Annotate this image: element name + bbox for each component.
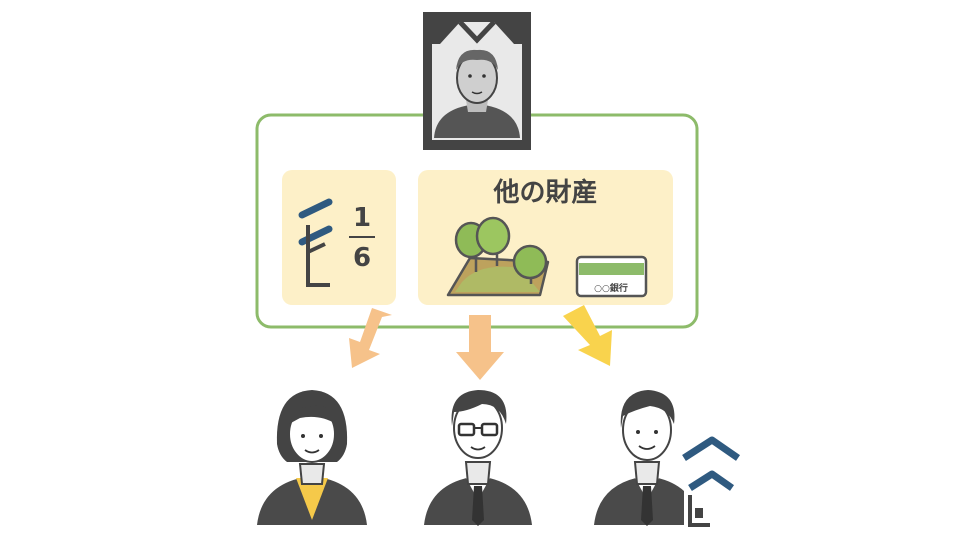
- house-icon: [682, 436, 740, 527]
- bank-passbook-icon: ○○銀行: [575, 255, 648, 298]
- arrow-icon: [456, 315, 504, 380]
- bank-label: ○○銀行: [594, 282, 628, 294]
- heir-wife-icon: [257, 390, 367, 525]
- forest-land-icon: [446, 216, 550, 297]
- fraction-bar: [349, 236, 375, 238]
- house-fraction-icon: [298, 198, 333, 287]
- share-card: [282, 170, 396, 305]
- heir-son-glasses-icon: [424, 390, 532, 526]
- other-assets-title: 他の財産: [493, 178, 598, 208]
- share-numerator: 1: [352, 203, 372, 233]
- share-denominator: 6: [352, 243, 372, 273]
- arrow-icon: [349, 308, 392, 368]
- arrow-icon: [563, 305, 612, 366]
- deceased-portrait-icon: [423, 12, 531, 150]
- heir-son-house-icon: [594, 390, 700, 526]
- inheritance-share-fraction: 1 6: [347, 205, 377, 271]
